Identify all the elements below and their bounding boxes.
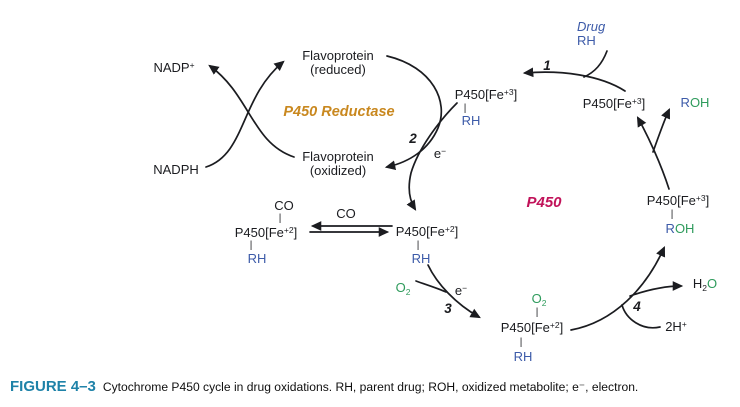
protons-label: 2H+	[665, 318, 687, 334]
curve-o2-join	[415, 280, 447, 293]
complex-fe2-co: P450[Fe+2]	[234, 224, 298, 240]
figure-number: FIGURE 4–3	[10, 378, 96, 395]
complex-fe2-rh: P450[Fe+2]	[395, 223, 459, 239]
roh-product-label: ROH	[680, 95, 710, 110]
arrow-product-release-p450	[636, 116, 670, 190]
arc-flavoprotein-reduced-to-oxidized	[384, 55, 443, 170]
complex-fe3-rh: P450[Fe+3]	[454, 86, 518, 102]
p450-reductase-label: P450 Reductase	[283, 104, 395, 120]
arrow-step2-electron-transfer	[406, 102, 458, 211]
flavoprotein-oxidized-label: Flavoprotein(oxidized)	[302, 149, 374, 178]
co-equilibrium-label: CO	[336, 206, 356, 221]
bond-line: |	[249, 240, 253, 251]
o2-free-label: O2	[395, 280, 411, 297]
arrow-step4-to-roh-complex	[570, 245, 666, 331]
complex-fe3-roh: P450[Fe+3]	[646, 192, 710, 208]
rh-ligand-mid: RH	[411, 251, 431, 266]
bond-line: |	[519, 337, 523, 348]
arrow-step1-drug-binding	[522, 67, 626, 92]
nadp-label: NADP+	[153, 59, 195, 75]
arrow-water-release	[629, 281, 684, 297]
curve-protons-join	[621, 304, 661, 329]
o2-ligand-label: O2	[531, 291, 547, 308]
bond-line: |	[670, 209, 674, 220]
rh-ligand-co-complex: RH	[247, 251, 267, 266]
roh-ligand-label: ROH	[665, 221, 695, 236]
rh-ligand-top: RH	[461, 113, 481, 128]
rh-ligand-bottom: RH	[513, 349, 533, 364]
p450-label: P450	[526, 194, 562, 211]
electron-label-lower: e−	[454, 282, 468, 298]
electron-label-upper: e−	[433, 145, 447, 161]
step-3-label: 3	[444, 301, 452, 316]
bond-line: |	[278, 213, 282, 224]
nadph-label: NADPH	[153, 162, 199, 177]
arrow-nadph-to-flavoprotein-reduced	[205, 60, 285, 168]
bond-line: |	[416, 240, 420, 251]
step-2-label: 2	[409, 131, 417, 146]
arrow-flavoprotein-oxidized-to-nadp	[208, 64, 295, 158]
co-ligand-label: CO	[274, 198, 294, 213]
arrow-product-release-roh	[652, 107, 670, 153]
curve-drug-join	[583, 50, 608, 78]
complex-fe2-o2-rh: P450[Fe+2]	[500, 319, 564, 335]
step-1-label: 1	[543, 58, 551, 73]
water-label: H2O	[692, 276, 718, 293]
free-p450-fe3: P450[Fe+3]	[582, 95, 646, 111]
arrow-step3-oxygen-binding	[427, 264, 481, 319]
figure-caption: FIGURE 4–3 Cytochrome P450 cycle in drug …	[10, 378, 736, 396]
flavoprotein-reduced-label: Flavoprotein(reduced)	[302, 48, 374, 77]
figure-caption-text: Cytochrome P450 cycle in drug oxidations…	[102, 380, 639, 394]
bond-line: |	[535, 307, 539, 318]
step-4-label: 4	[633, 299, 641, 314]
bond-line: |	[463, 103, 467, 114]
